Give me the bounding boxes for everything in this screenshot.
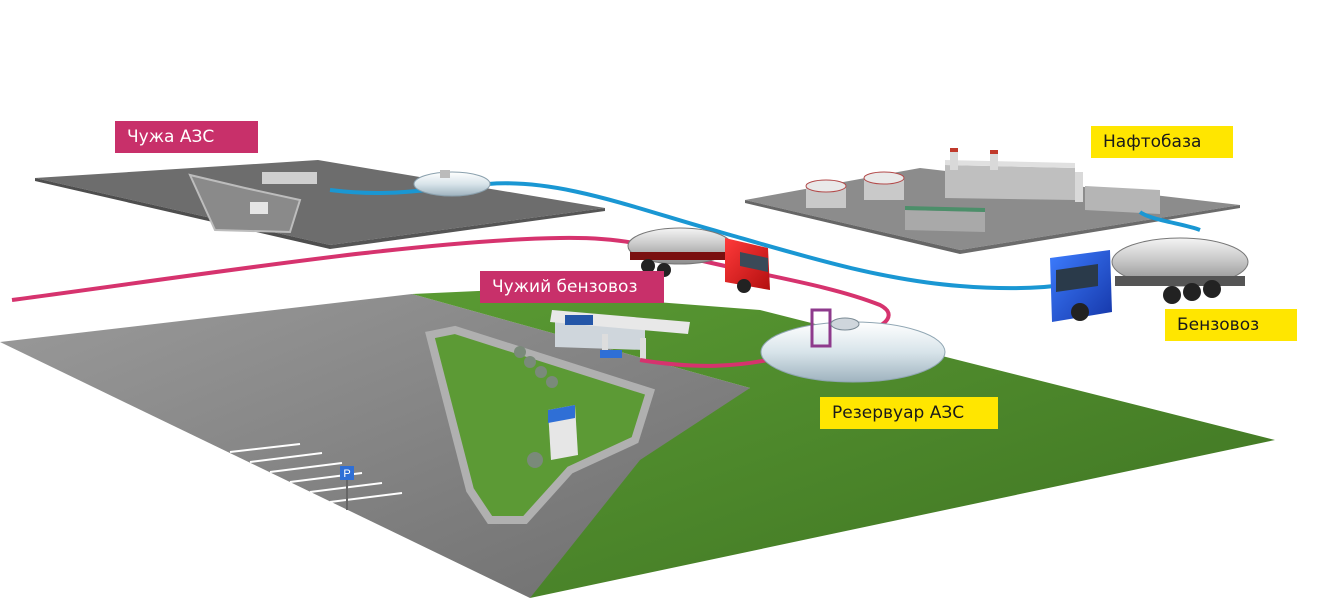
oil-depot-plate bbox=[745, 148, 1240, 254]
oil-depot-buildings bbox=[905, 148, 1160, 232]
foreign-station-plate bbox=[35, 160, 605, 249]
label-foreign-tanker: Чужий бензовоз bbox=[480, 271, 664, 303]
foreign-station-tank bbox=[413, 170, 491, 197]
label-tanker: Бензовоз bbox=[1165, 309, 1297, 341]
foreign-tanker-truck bbox=[627, 227, 770, 293]
parking-sign-text: P bbox=[343, 468, 350, 480]
parking-sign-icon: P bbox=[340, 466, 354, 510]
label-oil-depot: Нафтобаза bbox=[1091, 126, 1233, 158]
station-pylon bbox=[548, 405, 578, 460]
label-station-reservoir: Резервуар АЗС bbox=[820, 397, 998, 429]
gas-station bbox=[550, 310, 690, 360]
trees bbox=[514, 346, 558, 468]
label-foreign-station: Чужа АЗС bbox=[115, 121, 258, 153]
tanker-truck bbox=[1050, 237, 1249, 322]
main-site: P bbox=[0, 290, 1275, 598]
station-reservoir-tank bbox=[760, 308, 946, 383]
oil-depot-tanks bbox=[805, 171, 905, 208]
grass-field bbox=[412, 290, 1275, 598]
